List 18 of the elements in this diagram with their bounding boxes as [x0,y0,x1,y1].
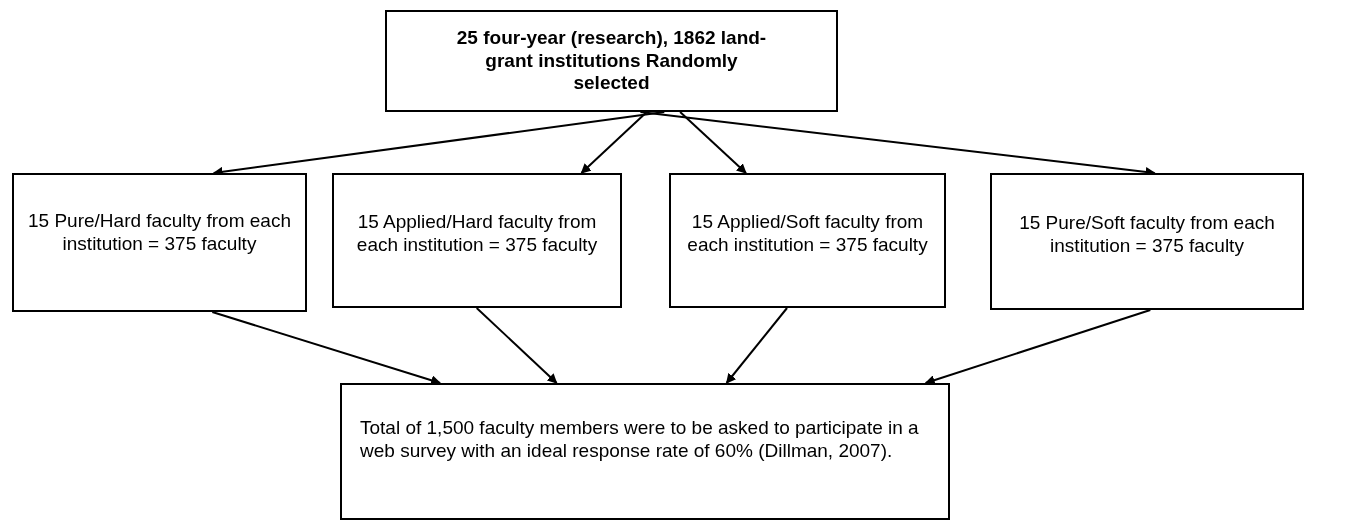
box-text: 15 Applied/Soft faculty from each institution = 375 faculty [686,210,929,257]
process-box [332,173,622,308]
box-text: Total of 1,500 faculty members were to be asked to participate in a web survey with an ideal response rate of 60% (Dillman, 2007). [360,416,920,463]
box-text: 15 Applied/Hard faculty from each institution = 375 faculty [355,210,599,257]
box-text: 25 four-year (research), 1862 land-grant institutions Randomly selected [455,26,768,96]
arrow [725,307,789,384]
arrow [580,111,648,174]
box-text: 15 Pure/Soft faculty from each institution = 375 faculty [1018,211,1276,258]
process-box [12,173,307,312]
process-box [990,173,1304,310]
arrow [475,307,558,384]
process-box [340,383,950,520]
arrow [924,309,1152,385]
arrow [211,311,442,386]
box-text: 15 Pure/Hard faculty from each institution = 375 faculty [27,209,292,256]
process-box [385,10,838,112]
arrow [679,111,747,174]
process-box [669,173,946,308]
